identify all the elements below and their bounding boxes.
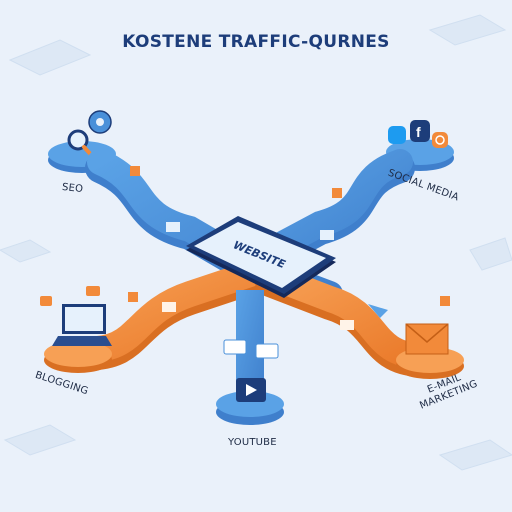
envelope-icon [405,323,449,355]
twitter-icon [388,126,406,144]
chat-bubble-icon [86,286,100,296]
document-icon [255,343,279,359]
page-title: KOSTENE TRAFFIC-QURNES [122,32,390,52]
blogging-platform [40,286,112,373]
facebook-f-glyph: f [416,124,421,140]
chat-bubble-icon [40,296,52,306]
youtube-platform [216,339,284,425]
gear-icon [88,110,112,134]
node-label-youtube: YOUTUBE [228,437,277,448]
background-decor [0,14,512,471]
laptop-icon [52,304,112,346]
seo-path [87,149,343,307]
path-decor [128,166,450,330]
social-path [247,149,413,269]
email-platform [368,304,464,379]
play-icon [246,384,257,396]
website-tablet: WEBSITE [186,216,336,298]
facebook-icon [410,120,430,142]
document-icon [223,339,247,355]
envelope-icon [368,304,388,318]
node-label-seo: SEO [61,181,84,196]
instagram-icon [432,132,448,148]
